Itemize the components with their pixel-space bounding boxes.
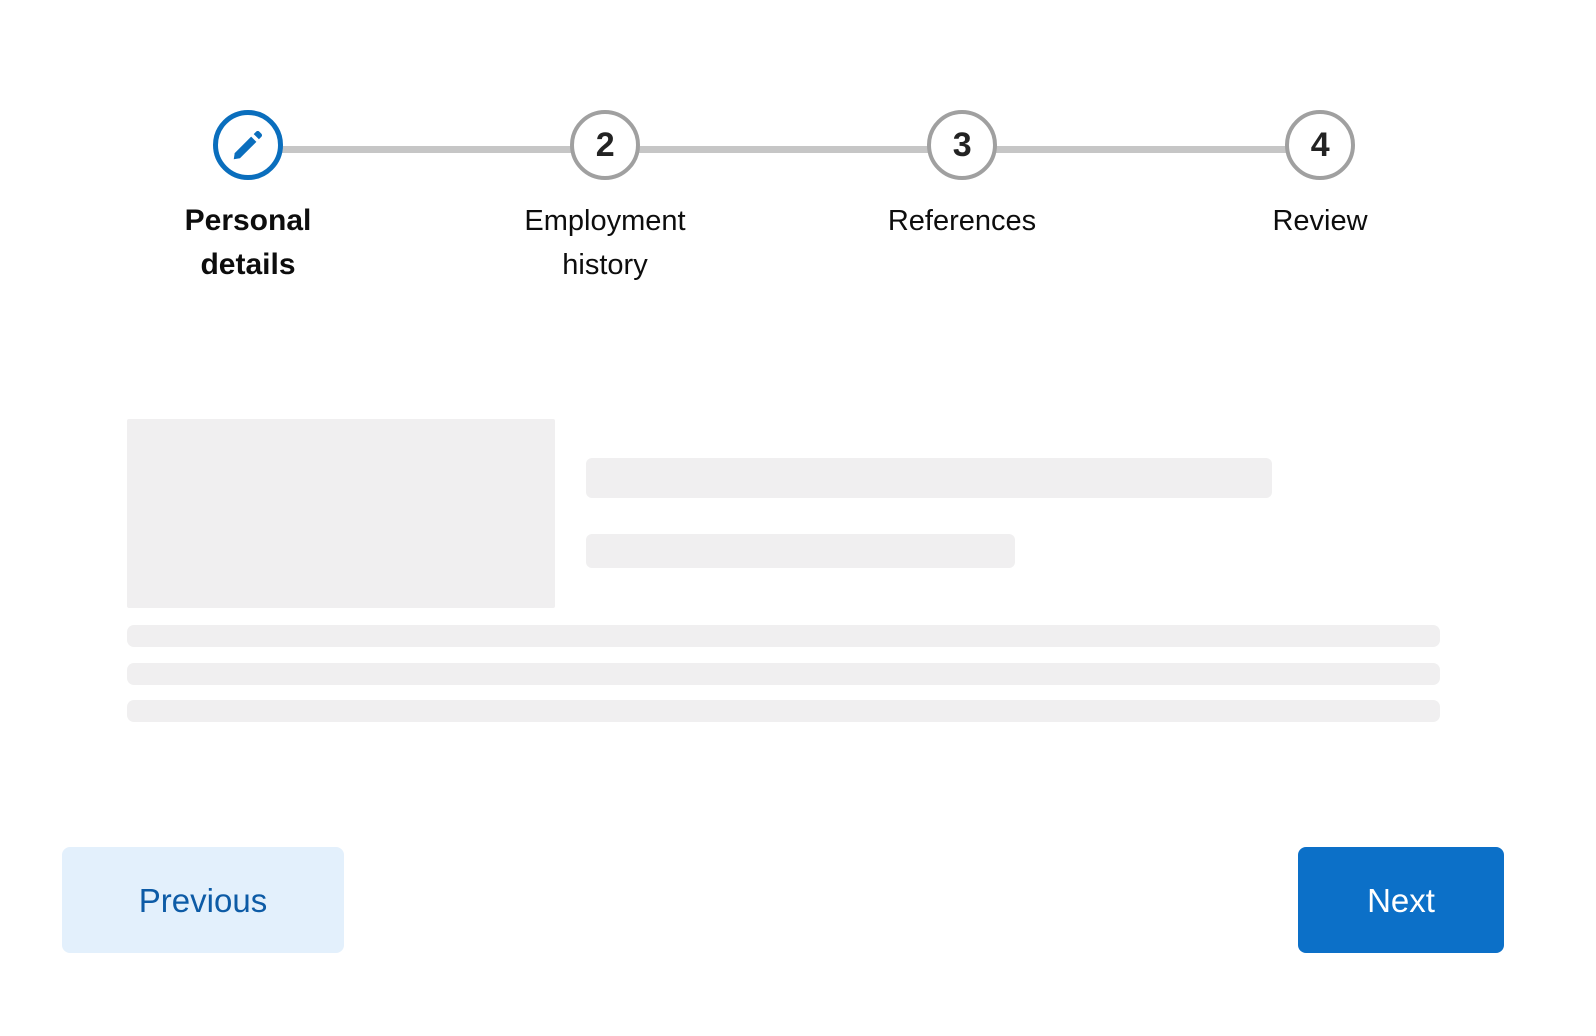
pencil-icon — [233, 130, 263, 160]
stepper-step-employment-history[interactable]: 2 Employment history — [495, 110, 715, 287]
stepper-step-label-1: Personal details — [184, 204, 312, 281]
placeholder-text-line-long — [586, 458, 1272, 498]
next-button[interactable]: Next — [1298, 847, 1504, 953]
stepper-step-label-4: Review — [1272, 205, 1368, 237]
step-indicator-circle-2[interactable]: 2 — [570, 110, 640, 180]
previous-button[interactable]: Previous — [62, 847, 344, 953]
stepper-step-personal-details[interactable]: Personal details — [138, 110, 358, 287]
progress-stepper: Personal details 2 Employment history 3 … — [0, 0, 1596, 330]
placeholder-image-block — [127, 419, 555, 608]
step-number-4: 4 — [1310, 126, 1330, 164]
stepper-connector-track — [247, 146, 1320, 153]
step-indicator-circle-1[interactable] — [213, 110, 283, 180]
placeholder-full-width-line-1 — [127, 625, 1440, 647]
step-indicator-circle-4[interactable]: 4 — [1285, 110, 1355, 180]
stepper-step-label-3: References — [887, 205, 1037, 237]
stepper-step-references[interactable]: 3 References — [852, 110, 1072, 243]
placeholder-full-width-line-3 — [127, 700, 1440, 722]
placeholder-full-width-line-2 — [127, 663, 1440, 685]
placeholder-text-line-short — [586, 534, 1015, 568]
stepper-step-label-2: Employment history — [524, 205, 686, 281]
step-indicator-circle-3[interactable]: 3 — [927, 110, 997, 180]
step-number-3: 3 — [952, 126, 972, 164]
step-number-2: 2 — [595, 126, 615, 164]
stepper-step-review[interactable]: 4 Review — [1210, 110, 1430, 243]
